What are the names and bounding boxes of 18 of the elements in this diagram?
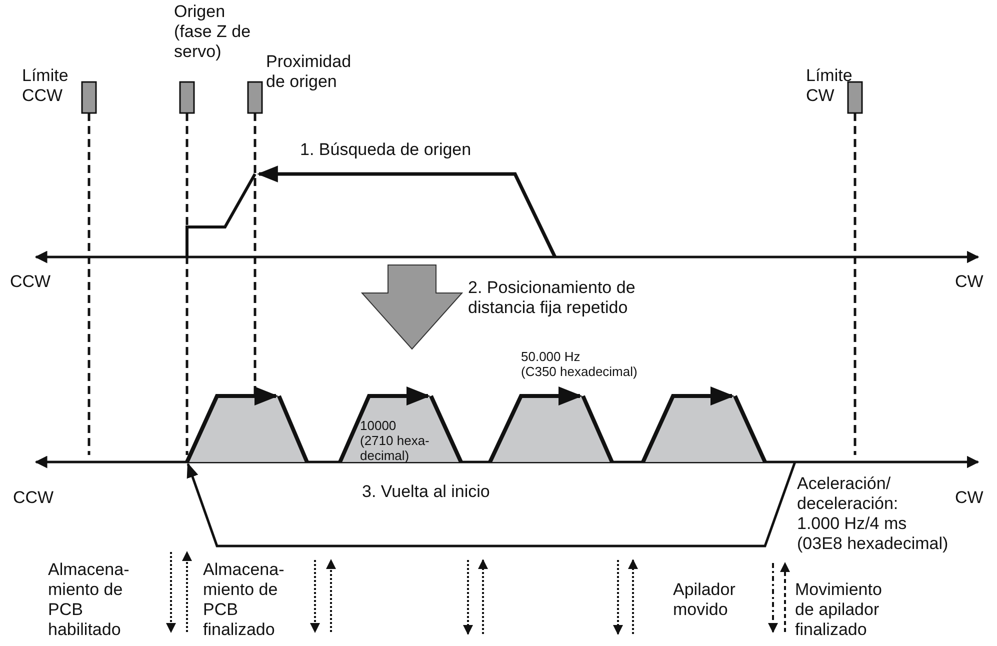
step-label: 3. Vuelta al inicio [362,482,490,502]
speed-annotation: 50.000 Hz (C350 hexadecimal) [521,349,638,380]
signal-label: Apilador movido [673,580,736,620]
signal-label: Movimiento de apilador finalizado [795,580,882,640]
step-label: 1. Búsqueda de origen [300,140,472,160]
signal-label: Almacena- miento de PCB finalizado [203,560,284,640]
signal-label: Almacena- miento de PCB habilitado [48,560,130,640]
step-label: 2. Posicionamiento de distancia fija repetido [468,278,636,318]
sensor-label: Proximidad de origen [266,52,352,92]
sensor-label: Origen (fase Z de servo) [174,2,251,62]
acceleration-annotation: Aceleración/ deceleración: 1.000 Hz/4 ms (03E8 hexadecimal) [797,474,948,554]
sensor-label: Límite CW [806,66,852,106]
direction-label: CCW [13,488,54,508]
direction-label: CW [955,488,984,508]
direction-label: CW [955,272,984,292]
speed-annotation: 10000 (2710 hexa- decimal) [360,418,430,464]
direction-label: CCW [10,272,51,292]
sensor-label: Límite CCW [22,66,68,106]
